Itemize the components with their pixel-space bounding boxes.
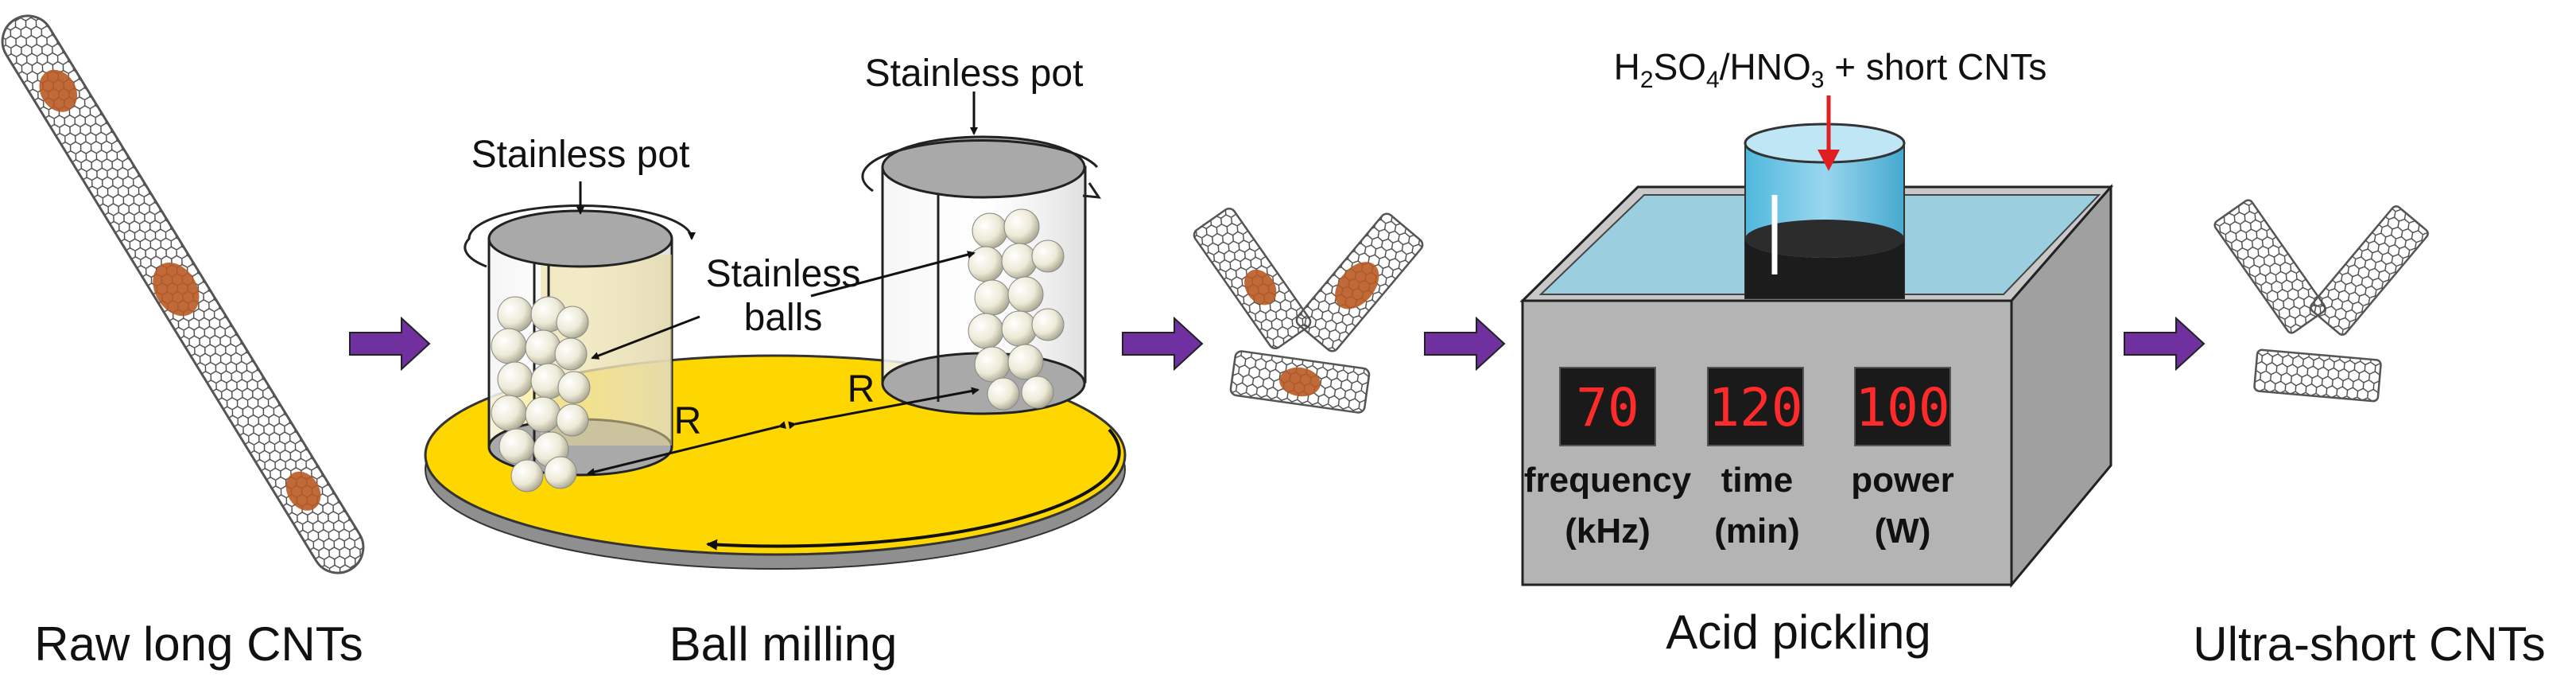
ultra-short-cnts [2213,199,2429,403]
display-time-unit: (min) [1714,512,1800,551]
display-time-value: 120 [1708,377,1802,438]
cnt-defect [1335,262,1379,309]
stage-label-ultra-short: Ultra-short CNTs [2193,617,2545,671]
radius-label-left: R [674,400,702,442]
ball-mill: Stainless pot Stainless pot Stainless ba… [424,53,1127,570]
radius-label-right: R [848,368,875,411]
ball-stack [491,296,591,492]
ball-stack [968,208,1065,411]
display-frequency-label: frequency [1524,461,1692,500]
stainless-pot-right [861,135,1102,415]
cnt-defect [153,262,200,317]
ball-pointer [591,315,700,360]
pot-label-right: Stainless pot [865,53,1084,95]
flow-arrow [349,316,431,372]
stage-label-raw: Raw long CNTs [34,617,363,671]
ultrasonic-bath: 70 120 100 frequency (kHz) time (min) po… [1519,95,2114,589]
stage-label-ball-milling: Ball milling [669,617,898,671]
raw-long-cnt [1,14,365,574]
cnt-defect [1279,367,1321,397]
display-power-unit: (W) [1875,512,1931,551]
display-power: 100 [1854,367,1951,446]
balls-label-line1: Stainless [706,253,861,295]
cnt-defect [1244,269,1277,306]
display-frequency: 70 [1559,367,1656,446]
flow-arrow [2124,316,2206,372]
display-frequency-value: 70 [1576,377,1639,438]
display-time-label: time [1721,461,1793,500]
display-power-value: 100 [1855,377,1949,438]
display-time: 120 [1707,367,1804,446]
cnt-defect [39,69,78,112]
reagent-arrow [1818,95,1840,171]
flow-arrow [1424,316,1506,372]
short-cnts [1193,207,1424,414]
radius-line-right [788,387,980,430]
stainless-pot-left [464,204,696,492]
cnt-defect [285,471,321,511]
pot-label-left: Stainless pot [471,134,690,176]
beaker [1744,123,1906,299]
ball-pointer [810,251,976,298]
reagent-label: H2SO4/HNO3 + short CNTs [1614,46,2047,93]
balls-label-line2: balls [744,297,823,339]
stage-label-acid-pickling: Acid pickling [1666,605,1931,659]
radius-line-left [587,421,786,476]
flow-arrow [1122,316,1204,372]
display-power-label: power [1851,461,1954,500]
display-frequency-unit: (kHz) [1565,512,1651,551]
